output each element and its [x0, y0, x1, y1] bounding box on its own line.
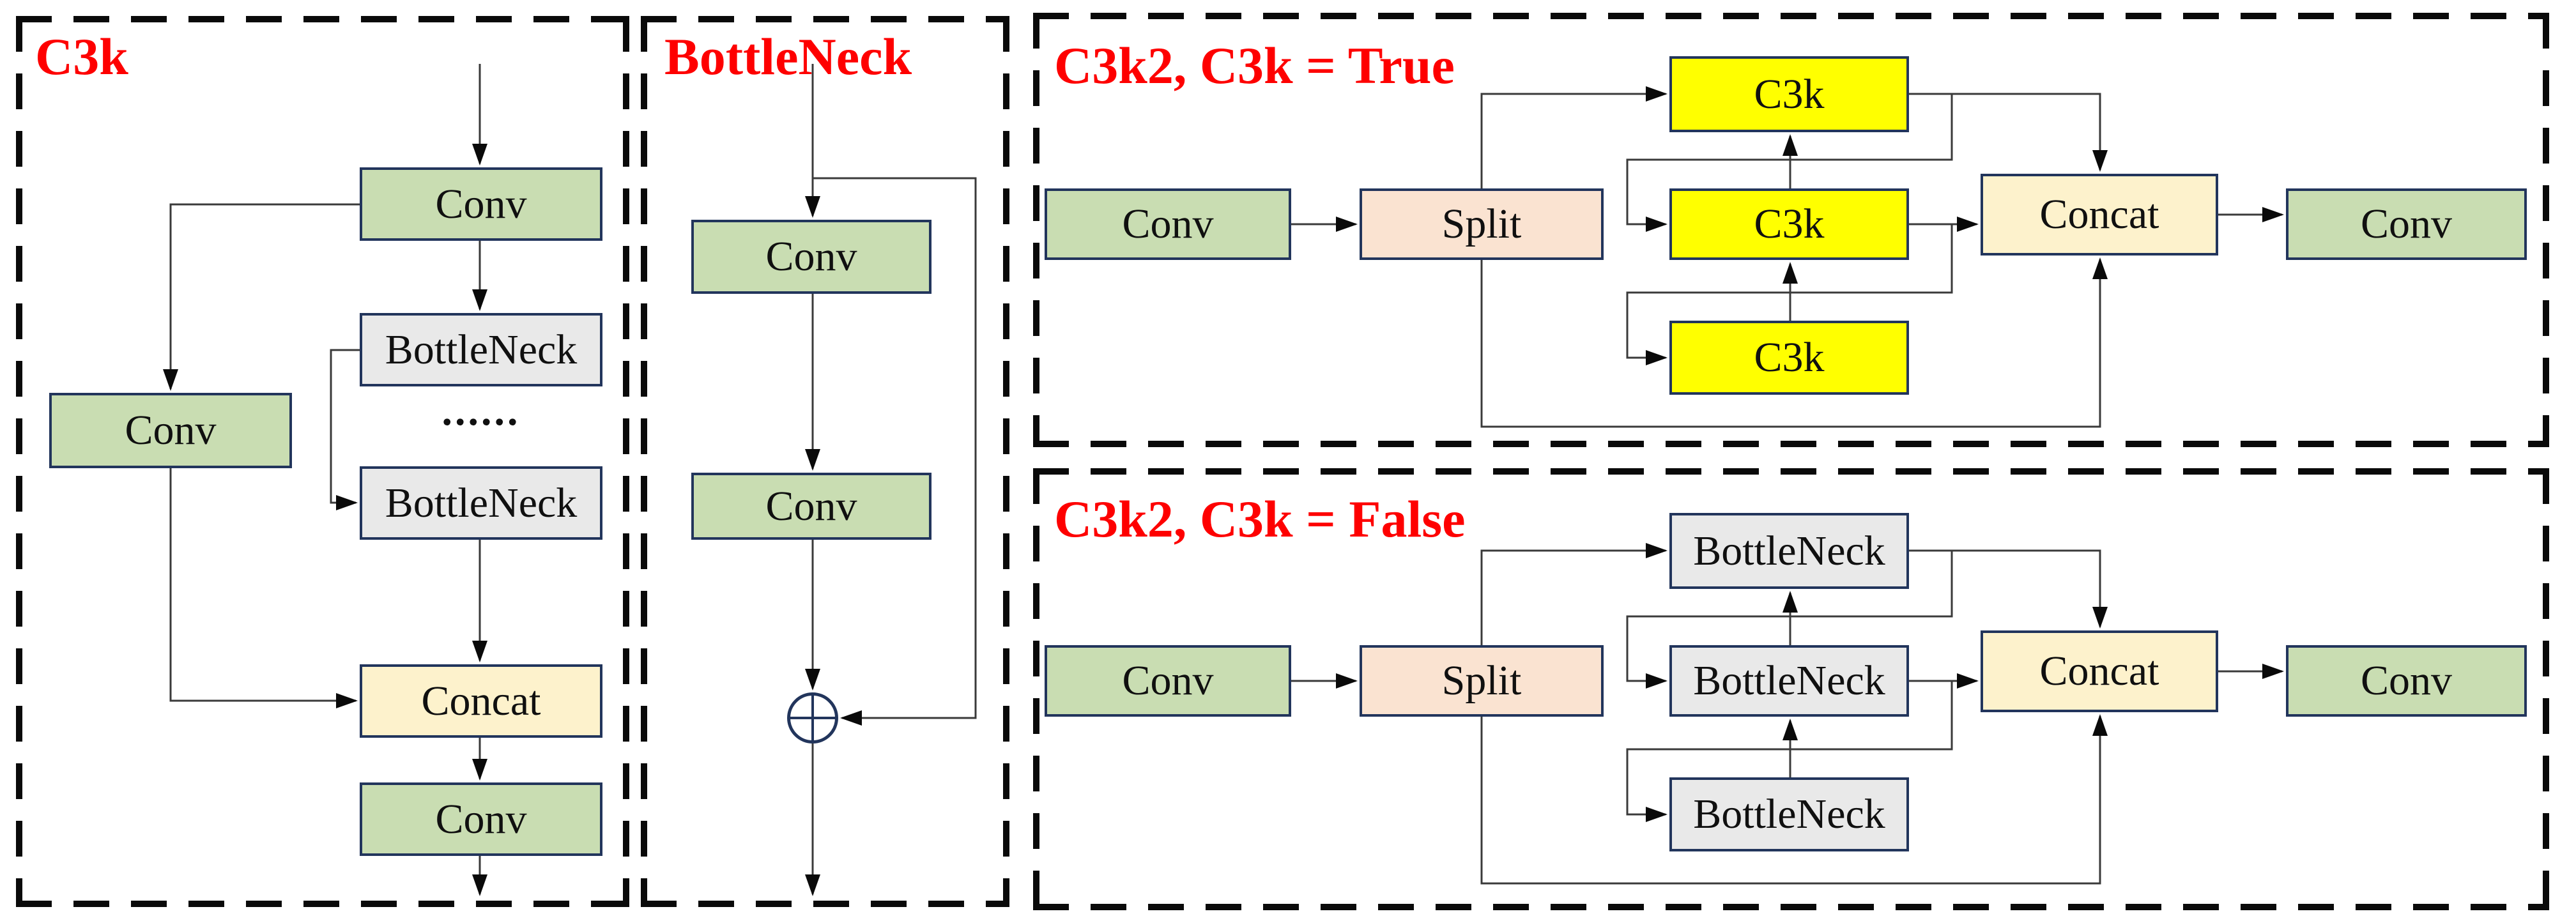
panel-c3k-border [16, 16, 22, 907]
split-box: Split [1360, 188, 1604, 260]
panel-c3k2-false-border [1033, 468, 1039, 910]
c3k-box: C3k [1669, 321, 1909, 395]
bottleneck-box: BottleNeck [1669, 777, 1909, 851]
concat-box: Concat [1981, 174, 2218, 256]
bottleneck-box: BottleNeck [1669, 513, 1909, 589]
arrow-split-bypass-to-concat [1480, 714, 2108, 885]
arrow-c3k-top-to-c3k-mid [1626, 94, 1953, 232]
concat-box: Concat [1981, 630, 2218, 712]
conv-box: Conv [360, 782, 602, 856]
panel-c3k2-false-border [1033, 468, 2549, 475]
conv-box: Conv [2286, 188, 2527, 260]
bottleneck-box: BottleNeck [1669, 645, 1909, 717]
split-box: Split [1360, 645, 1604, 717]
panel-c3k2-false-border [1033, 904, 2549, 910]
panel-bottleneck-border [641, 901, 1009, 907]
arrow-conv-top-to-conv-left [163, 203, 360, 391]
add-circle-plus-icon [787, 692, 838, 744]
panel-bottleneck-border [641, 16, 647, 907]
panel-c3k2-true-title: C3k2, C3k = True [1054, 36, 1455, 95]
panel-c3k-border [16, 16, 629, 22]
arrow-bottleneck-mid-to-bottleneck-bottom [1626, 681, 1953, 822]
panel-c3k-title: C3k [35, 27, 128, 86]
conv-box: Conv [691, 220, 931, 294]
arrow-bottleneck-top-to-bottleneck-mid [1626, 551, 1953, 689]
arrow-split-to-c3k-top [1480, 86, 1667, 188]
arrow-skip-connection-to-add [813, 177, 977, 726]
panel-c3k-border [16, 901, 629, 907]
conv-box: Conv [691, 473, 931, 540]
panel-c3k2-true-border [1033, 13, 1039, 447]
conv-box: Conv [360, 167, 602, 241]
conv-box: Conv [49, 393, 292, 468]
panel-c3k-border [623, 16, 629, 907]
panel-bottleneck-border [641, 16, 1009, 22]
panel-c3k2-false-title: C3k2, C3k = False [1054, 490, 1466, 548]
panel-c3k2-false-border [2543, 468, 2549, 910]
panel-c3k2-true-border [1033, 441, 2549, 447]
ellipsis-dots: ...... [441, 388, 521, 434]
arrow-c3k-mid-to-c3k-bottom [1626, 224, 1953, 365]
panel-bottleneck-border [1003, 16, 1009, 907]
conv-box: Conv [1045, 645, 1291, 717]
concat-box: Concat [360, 664, 602, 738]
arrow-bottleneck1-to-bottleneck2 [330, 349, 360, 510]
conv-box: Conv [1045, 188, 1291, 260]
arrow-c3k-top-to-concat [1909, 93, 2108, 172]
plus-horizontal [790, 717, 835, 719]
arrow-bottleneck-top-to-concat [1909, 549, 2108, 629]
c3k-box: C3k [1669, 188, 1909, 260]
panel-bottleneck-title: BottleNeck [664, 27, 912, 86]
panel-c3k2-true-border [1033, 13, 2549, 19]
bottleneck-box: BottleNeck [360, 313, 602, 386]
c3k-box: C3k [1669, 56, 1909, 132]
bottleneck-box: BottleNeck [360, 466, 602, 540]
arrow-split-bypass-to-concat [1480, 257, 2108, 428]
arrow-split-to-bottleneck-top [1480, 543, 1667, 645]
conv-box: Conv [2286, 645, 2527, 717]
panel-c3k2-true-border [2543, 13, 2549, 447]
arrow-conv-left-to-concat [169, 468, 358, 708]
